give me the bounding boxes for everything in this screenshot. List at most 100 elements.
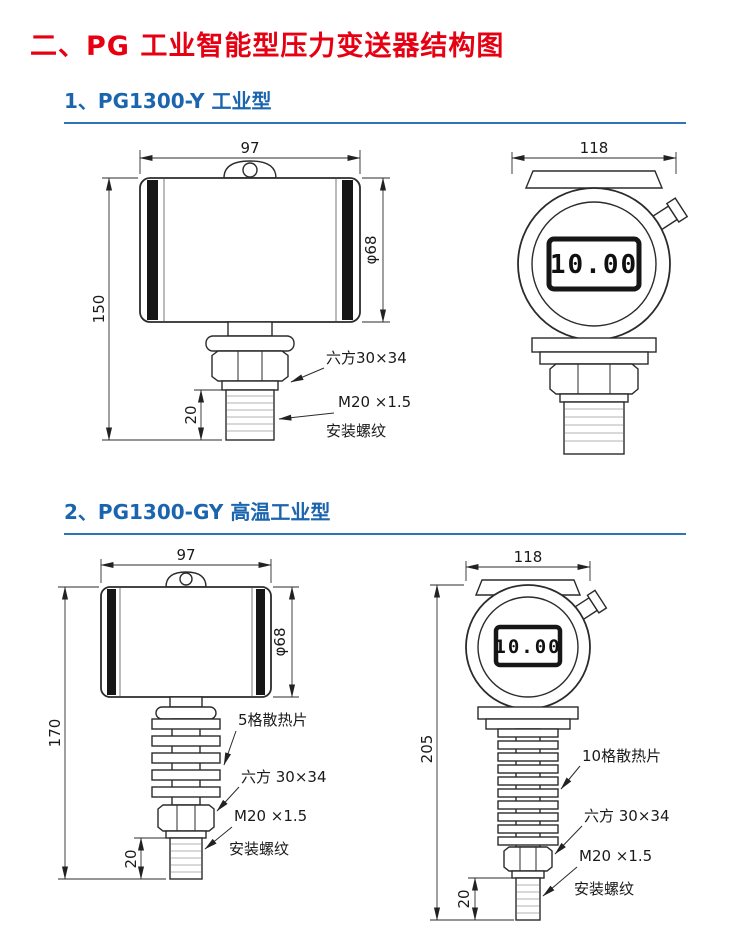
dim-thread-length-label: 20 [122, 849, 140, 868]
process-connection [477, 706, 579, 921]
pg1300y-front-view-drawing: 118 10.00 [511, 142, 689, 455]
hex-step [511, 870, 545, 879]
heat-sink-fin [151, 769, 221, 781]
dim-width-label: 118 [514, 549, 543, 566]
dim-thread-length: 20 [455, 877, 514, 921]
callouts: 5格散热片 六方 30×34 M20 ×1.5 安装螺纹 [204, 711, 327, 858]
process-connection [205, 321, 295, 441]
dim-height-label: 205 [418, 735, 436, 764]
dim-diameter: φ68 [362, 177, 390, 323]
dim-width: 118 [511, 142, 677, 174]
mount-thread-label: 安装螺纹 [326, 422, 386, 440]
display-value: 10.00 [550, 250, 638, 280]
pg1300gy-front-view-drawing: 118 10.00 [418, 549, 670, 921]
pg1300y-side-view-drawing: 97 φ68 [90, 142, 411, 441]
dim-thread-length: 20 [122, 837, 168, 880]
section2-divider [64, 533, 686, 535]
hex-step [221, 380, 279, 391]
dim-width: 97 [100, 549, 272, 583]
transmitter-housing [139, 177, 361, 323]
display-bezel [493, 624, 563, 668]
heat-sink-fin [497, 776, 559, 786]
dim-width-label: 118 [580, 142, 609, 157]
section1-drawings: 97 φ68 [80, 142, 750, 464]
end-cap-band-right [256, 589, 265, 695]
process-connection [151, 696, 221, 880]
neck [227, 321, 273, 337]
dim-width: 97 [139, 142, 361, 174]
top-plug [165, 571, 207, 588]
hex-step [559, 393, 629, 403]
dim-diameter-label: φ68 [271, 628, 289, 657]
thread-stub [563, 401, 625, 455]
transmitter-housing [100, 586, 272, 698]
end-cap-band-right [342, 180, 353, 320]
heat-sink-fin [497, 788, 559, 798]
fins-callout-label: 10格散热片 [582, 747, 661, 765]
fins-callout-label: 5格散热片 [238, 711, 308, 729]
process-connection [531, 337, 657, 455]
lcd-display: 10.00 [493, 624, 563, 668]
heat-sink-fin [151, 735, 221, 747]
heat-sink-fin [497, 800, 559, 810]
section1-divider [64, 122, 686, 124]
flange-plate [477, 706, 579, 720]
end-cap-band-left [147, 180, 158, 320]
heat-sink-fin [151, 786, 221, 798]
top-plug [223, 160, 277, 179]
dim-width-label: 97 [176, 549, 195, 564]
dim-width: 118 [465, 549, 591, 581]
thread-callout-label: M20 ×1.5 [579, 847, 652, 865]
display-value: 10.00 [494, 636, 561, 658]
pg1300gy-side-view-drawing: 97 φ68 [46, 549, 327, 880]
dim-height-label: 170 [46, 719, 64, 748]
hex-nut [503, 846, 553, 872]
dim-width-label: 97 [240, 142, 259, 157]
collar [155, 706, 217, 720]
callouts: 六方30×34 M20 ×1.5 安装螺纹 [278, 349, 411, 440]
hex-nut [549, 363, 639, 395]
thread-callout-label: M20 ×1.5 [234, 807, 307, 825]
end-cap-band-left [107, 589, 116, 695]
page-title: 二、PG 工业智能型压力变送器结构图 [30, 31, 505, 62]
dim-diameter: φ68 [271, 586, 299, 698]
thread-callout-label: M20 ×1.5 [338, 393, 411, 411]
dim-thread-length: 20 [182, 389, 224, 441]
dim-height: 170 [46, 586, 166, 880]
heat-sink-fin [151, 718, 221, 730]
heat-sink-fin [497, 812, 559, 822]
hex-callout-label: 六方30×34 [326, 349, 407, 367]
heat-sink-fin [497, 752, 559, 762]
callouts: 10格散热片 六方 30×34 M20 ×1.5 安装螺纹 [542, 747, 670, 898]
section2-drawings: 97 φ68 [36, 549, 750, 941]
dim-thread-length-label: 20 [182, 405, 200, 424]
heat-sink-fin [151, 752, 221, 764]
heat-sink-fin [497, 836, 559, 846]
section2-heading: 2、PG1300-GY 高温工业型 [64, 500, 331, 524]
hex-callout-label: 六方 30×34 [584, 807, 670, 825]
hex-step [165, 830, 207, 839]
hex-nut [211, 350, 289, 382]
section1-heading: 1、PG1300-Y 工业型 [64, 89, 272, 113]
top-cap [524, 170, 664, 189]
flange-gasket [539, 351, 649, 365]
display-bezel [546, 236, 642, 292]
hex-callout-label: 六方 30×34 [241, 768, 327, 786]
dim-height-label: 150 [90, 295, 108, 324]
flange-gasket [485, 718, 571, 730]
dim-thread-length-label: 20 [455, 889, 473, 908]
mount-thread-label: 安装螺纹 [229, 840, 289, 858]
neck [169, 696, 203, 708]
mount-thread-label: 安装螺纹 [574, 880, 634, 898]
heat-sink [151, 718, 221, 806]
heat-sink-fin [497, 740, 559, 750]
dim-diameter-label: φ68 [362, 236, 380, 265]
lcd-display: 10.00 [546, 236, 642, 292]
hex-nut [157, 804, 215, 832]
heat-sink-fin [497, 728, 559, 738]
thread-stub [225, 389, 275, 441]
heat-sink [497, 728, 559, 848]
heat-sink-fin [497, 824, 559, 834]
heat-sink-fin [497, 764, 559, 774]
flange-plate [531, 337, 657, 353]
